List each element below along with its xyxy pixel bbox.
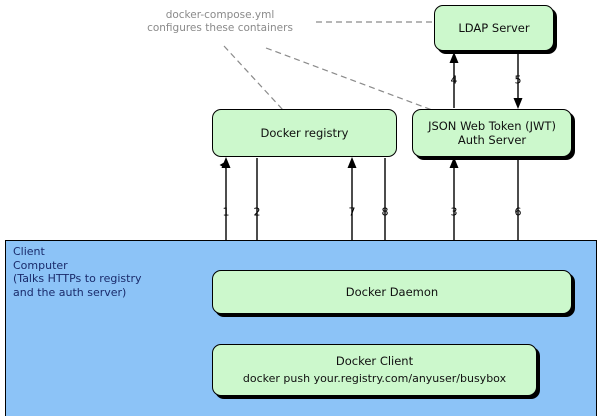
node-jwt-auth-server-label-line2: Auth Server [457, 133, 527, 147]
node-jwt-auth-server[interactable]: JSON Web Token (JWT) Auth Server [412, 109, 572, 157]
arrow-number-7: 7 [348, 205, 356, 219]
node-docker-registry[interactable]: Docker registry [212, 109, 397, 157]
arrow-head-4 [449, 52, 459, 63]
arrow-number-6: 6 [514, 205, 522, 219]
node-docker-client-label: Docker Client [335, 354, 414, 368]
node-ldap-server[interactable]: LDAP Server [434, 5, 554, 51]
arrow-head-7 [347, 157, 357, 168]
node-docker-client[interactable]: Docker Client docker push your.registry.… [212, 344, 537, 396]
node-docker-client-command: docker push your.registry.com/anyuser/bu… [242, 372, 507, 385]
dashed-annotation-lines [223, 21, 433, 111]
arrow-head-1 [221, 157, 231, 168]
arrow-head-3 [449, 157, 459, 168]
node-jwt-auth-server-label-line1: JSON Web Token (JWT) [428, 119, 556, 133]
node-ldap-server-label: LDAP Server [458, 21, 530, 35]
node-docker-daemon[interactable]: Docker Daemon [212, 270, 572, 314]
dashed-line-to-jwt [265, 47, 433, 111]
client-computer-label: Client Computer (Talks HTTPs to registry… [13, 245, 142, 299]
node-docker-registry-label: Docker registry [260, 126, 349, 140]
arrow-number-2: 2 [253, 205, 261, 219]
arrow-head-5 [513, 98, 523, 109]
dashed-line-to-registry [223, 45, 284, 111]
compose-annotation: docker-compose.yml configures these cont… [147, 9, 293, 34]
arrow-number-8: 8 [381, 205, 389, 219]
arrow-number-5: 5 [514, 73, 522, 87]
arrow-number-3: 3 [450, 205, 458, 219]
node-docker-daemon-label: Docker Daemon [345, 285, 439, 299]
arrow-number-4: 4 [450, 73, 458, 87]
arrow-number-1: 1 [222, 205, 230, 219]
